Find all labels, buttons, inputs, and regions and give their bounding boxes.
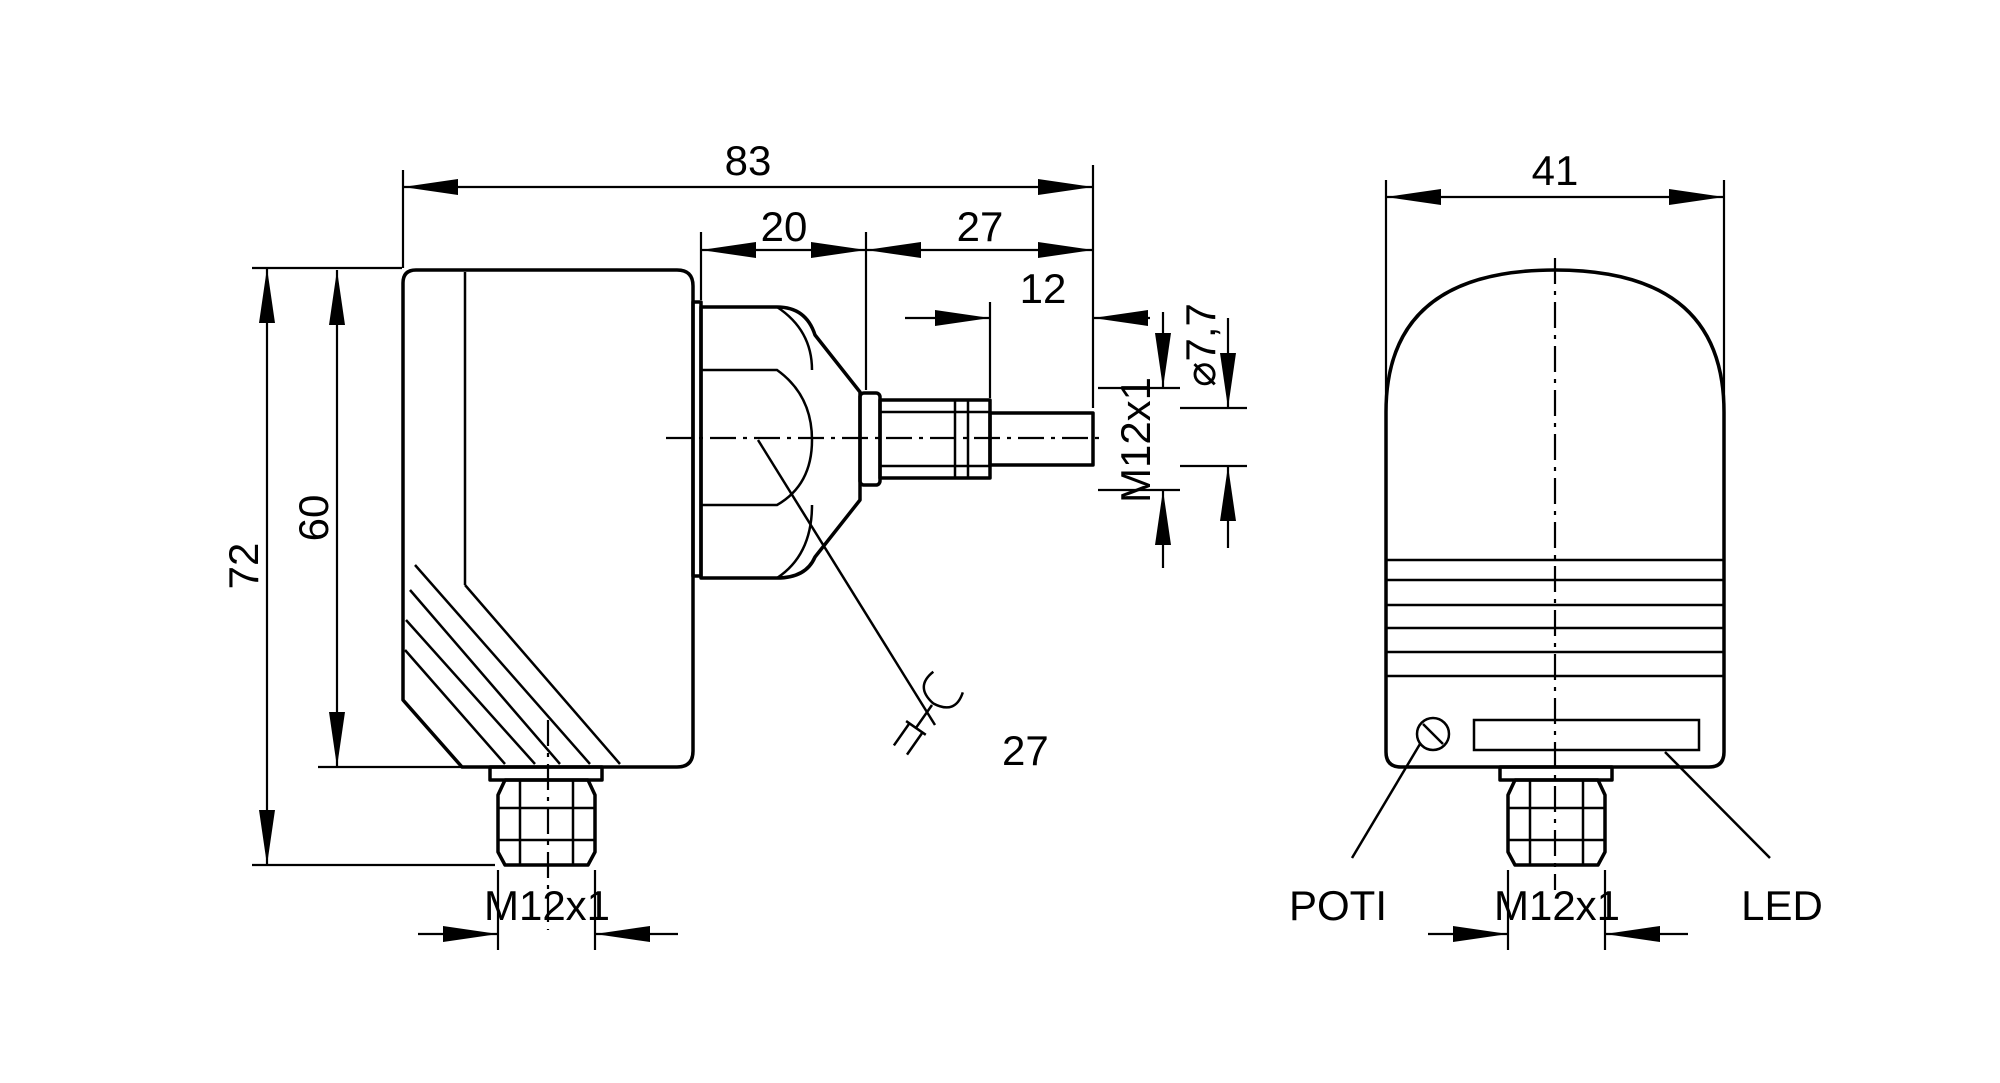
dim-60-label: 60 xyxy=(290,495,337,542)
dim-27-label: 27 xyxy=(957,203,1004,250)
side-view xyxy=(401,268,1100,930)
dim-height-total: 72 xyxy=(220,266,495,867)
dim-side-thread: M12x1 xyxy=(1098,312,1180,568)
dim-bottom-thread-right: M12x1 xyxy=(1428,870,1688,950)
led-window xyxy=(1472,718,1701,752)
side-thread-label: M12x1 xyxy=(1112,377,1159,503)
dim-length-head: 20 xyxy=(699,203,868,390)
dim-41-label: 41 xyxy=(1532,147,1579,194)
dim-72-label: 72 xyxy=(220,543,267,590)
bottom-thread-left-label: M12x1 xyxy=(484,882,610,929)
dim-length-total: 83 xyxy=(401,137,1095,408)
dim-length-thread: 12 xyxy=(905,265,1150,398)
wrench-callout: 27 xyxy=(892,670,1049,774)
front-view xyxy=(1350,258,1771,890)
hex-nut xyxy=(699,305,862,580)
dim-12-label: 12 xyxy=(1020,265,1067,312)
dim-length-connector: 27 xyxy=(866,203,1093,258)
dim-83-label: 83 xyxy=(725,137,772,184)
bottom-connector-side xyxy=(488,720,604,930)
housing-outline xyxy=(401,268,695,769)
dim-bottom-thread-left: M12x1 xyxy=(418,870,678,950)
poti-label: POTI xyxy=(1289,882,1387,929)
potentiometer xyxy=(1415,716,1451,752)
bottom-thread-right-label: M12x1 xyxy=(1494,882,1620,929)
diameter-label: ⌀7,7 xyxy=(1177,303,1224,387)
dim-width-front: 41 xyxy=(1384,147,1726,402)
dim-20-label: 20 xyxy=(761,203,808,250)
dim-height-body: 60 xyxy=(290,270,490,769)
dim-diameter: ⌀7,7 xyxy=(1177,303,1247,548)
wrench-icon xyxy=(892,670,964,756)
front-housing-outline xyxy=(1384,268,1726,769)
led-label: LED xyxy=(1741,882,1823,929)
wrench-size-label: 27 xyxy=(1002,727,1049,774)
